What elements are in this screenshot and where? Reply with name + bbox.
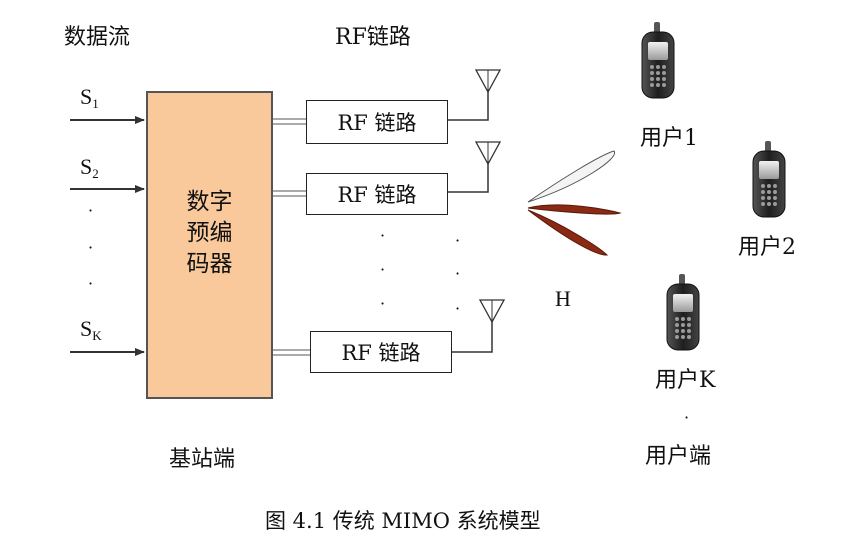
phone-icon [641, 21, 675, 99]
ellipsis-dot: · [455, 299, 461, 318]
rf-chain-label: RF 链路 [341, 341, 421, 365]
antenna-icon [475, 69, 501, 93]
rf-chain-label: RF 链路 [337, 111, 417, 135]
rf-chain-box-k: RF 链路 [310, 331, 452, 373]
ellipsis-dot: · [455, 264, 461, 283]
ellipsis-dot: · [455, 231, 461, 250]
antenna-feeds [448, 92, 493, 353]
rf-chain-header: RF链路 [335, 25, 411, 50]
precoder-rf-connectors [273, 118, 310, 356]
stream-label-2: S2 [80, 154, 99, 181]
ellipsis-dot: · [380, 260, 386, 279]
beam-pattern [527, 150, 622, 256]
figure-caption: 图 4.1 传统 MIMO 系统模型 [265, 509, 541, 533]
rf-chain-box-2: RF 链路 [306, 173, 448, 215]
ellipsis-dot: · [88, 201, 94, 220]
antenna-icon [475, 141, 501, 165]
user-side-label: 用户端 [645, 444, 712, 469]
ellipsis-dot: · [380, 226, 386, 245]
phone-icon [666, 273, 700, 351]
input-arrows [70, 116, 145, 356]
precoder-label: 数字 预编 码器 [186, 189, 233, 277]
channel-label: H [555, 286, 571, 311]
base-station-label: 基站端 [169, 447, 236, 472]
ellipsis-dot: · [88, 274, 94, 293]
digital-precoder: 数字 预编 码器 [146, 91, 273, 399]
ellipsis-dot: · [380, 294, 386, 313]
antenna-icon [479, 299, 505, 323]
data-stream-label: 数据流 [64, 25, 131, 50]
user-label-1: 用户1 [640, 126, 698, 151]
stream-label-1: S1 [80, 84, 99, 111]
rf-chain-label: RF 链路 [337, 183, 417, 207]
rf-chain-box-1: RF 链路 [306, 100, 448, 144]
ellipsis-dot: · [684, 408, 690, 427]
stream-label-k: SK [80, 316, 102, 343]
phone-icon [752, 140, 786, 218]
user-label-2: 用户2 [738, 235, 796, 260]
user-label-k: 用户K [655, 368, 716, 393]
ellipsis-dot: · [88, 238, 94, 257]
